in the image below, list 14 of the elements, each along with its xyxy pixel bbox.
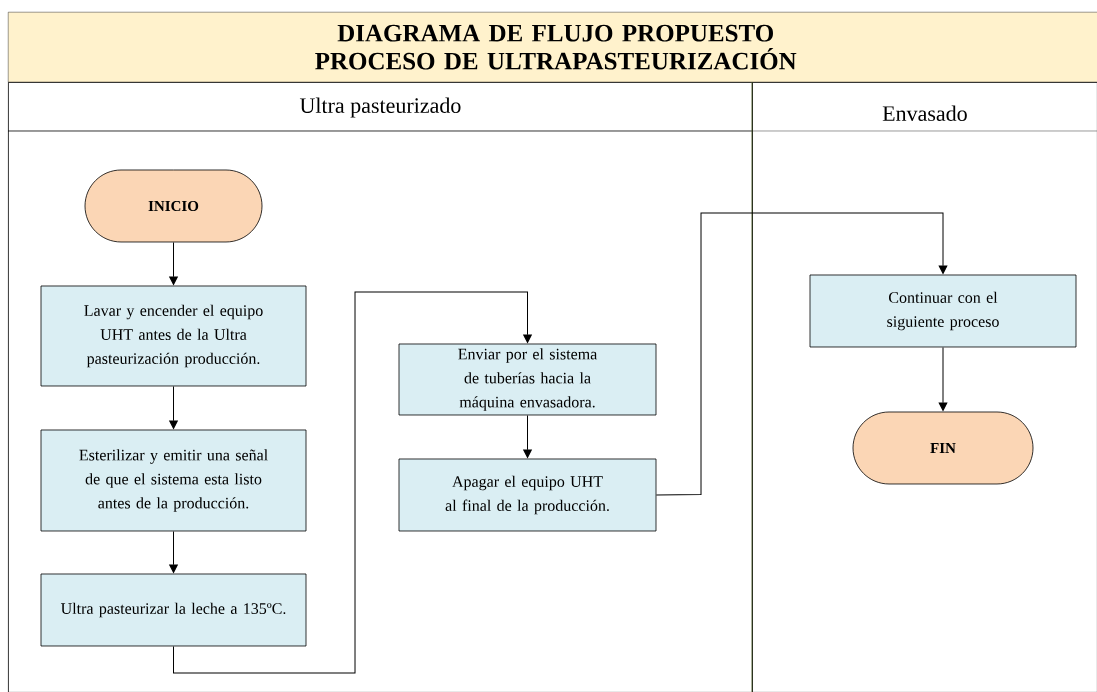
- process-box: Apagar el equipo UHT al final de la producción.: [398, 458, 657, 532]
- arrow: [173, 291, 532, 674]
- arrow: [523, 414, 532, 458]
- arrow: [938, 346, 948, 411]
- arrow: [169, 241, 178, 285]
- title-band: DIAGRAMA DE FLUJO PROPUESTO PROCESO DE ULTRAPASTEURIZACIÓN: [8, 12, 1097, 83]
- process-box: Continuar con el siguiente proceso: [809, 274, 1077, 348]
- arrow: [655, 212, 948, 496]
- arrow: [169, 530, 178, 573]
- process-box: Enviar por el sistema de tuberías hacia la máquina envasadora.: [398, 343, 657, 416]
- process-box: Ultra pasteurizar la leche a 135ºC.: [40, 573, 307, 647]
- process-box: Lavar y encender el equipo UHT antes de la Ultra pasteurización producción.: [40, 285, 307, 387]
- arrow: [169, 385, 178, 429]
- process-box: Esterilizar y emitir una señal de que el sistema esta listo antes de la producción.: [40, 429, 307, 532]
